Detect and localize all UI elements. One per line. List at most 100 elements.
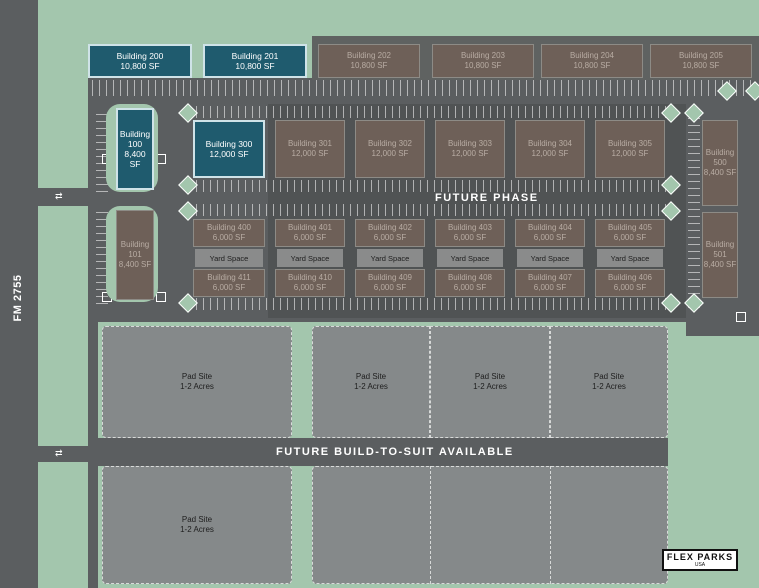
building-100[interactable]: Building 100 8,400 SF [116,108,154,190]
parking-column [96,112,108,192]
yard-space[interactable]: Yard Space [195,249,263,267]
building-size: 10,800 SF [235,61,275,71]
building-203[interactable]: Building 203 10,800 SF [432,44,534,78]
yard-space[interactable]: Yard Space [277,249,343,267]
fm-2755-road [0,0,38,588]
building-101[interactable]: Building 101 8,400 SF [116,210,154,300]
entrance-road-north [38,188,98,206]
building-size: 8,400 SF [124,149,146,169]
building-size: 6,000 SF [293,283,327,292]
parking-row [196,106,666,118]
building-402[interactable]: Building 402 6,000 SF [355,219,425,247]
building-size: 8,400 SF [703,168,737,177]
building-size: 10,800 SF [573,61,611,70]
building-name: Building 201 [231,51,279,61]
future-bts-label: FUTURE BUILD-TO-SUIT AVAILABLE [276,446,514,458]
building-name: Building 402 [367,223,413,232]
building-201[interactable]: Building 201 10,800 SF [203,44,307,78]
pad-site-title: Pad Site [181,515,213,524]
building-400[interactable]: Building 400 6,000 SF [193,219,265,247]
building-name: Building 305 [607,139,653,148]
yard-space[interactable]: Yard Space [517,249,583,267]
building-204[interactable]: Building 204 10,800 SF [541,44,643,78]
building-302[interactable]: Building 302 12,000 SF [355,120,425,178]
building-size: 8,400 SF [703,260,737,269]
fm-2755-label: FM 2755 [12,274,24,322]
building-name: Building 406 [607,273,653,282]
pad-site[interactable]: Pad Site 1-2 Acres [550,326,668,438]
building-name: Building [705,148,735,157]
building-name: Building 304 [527,139,573,148]
building-300[interactable]: Building 300 12,000 SF [193,120,265,178]
building-name: Building [120,240,150,249]
building-size: 12,000 SF [611,149,649,158]
building-name: Building 302 [367,139,413,148]
building-404[interactable]: Building 404 6,000 SF [515,219,585,247]
logo-text: FLEX PARKS [666,552,734,562]
building-410[interactable]: Building 410 6,000 SF [275,269,345,297]
entrance-road-south [38,446,98,462]
building-304[interactable]: Building 304 12,000 SF [515,120,585,178]
building-name: Building 405 [607,223,653,232]
building-size: 12,000 SF [371,149,409,158]
parcel-divider [430,466,431,584]
building-number: 501 [713,250,727,259]
building-number: 101 [128,250,142,259]
building-size: 10,800 SF [682,61,720,70]
pad-site[interactable]: Pad Site 1-2 Acres [102,326,292,438]
parcel-divider [550,466,551,584]
bts-parcel[interactable] [312,466,668,584]
building-501[interactable]: Building 501 8,400 SF [702,212,738,298]
pad-site-title: Pad Site [593,372,625,381]
pad-site-size: 1-2 Acres [180,382,214,391]
building-202[interactable]: Building 202 10,800 SF [318,44,420,78]
building-size: 12,000 SF [531,149,569,158]
pad-site-size: 1-2 Acres [180,525,214,534]
building-409[interactable]: Building 409 6,000 SF [355,269,425,297]
building-200[interactable]: Building 200 10,800 SF [88,44,192,78]
building-205[interactable]: Building 205 10,800 SF [650,44,752,78]
building-name: Building 200 [116,51,164,61]
pad-site-size: 1-2 Acres [354,382,388,391]
pad-site[interactable]: Pad Site 1-2 Acres [312,326,430,438]
parking-row-top [92,80,752,96]
building-405[interactable]: Building 405 6,000 SF [595,219,665,247]
building-500[interactable]: Building 500 8,400 SF [702,120,738,206]
future-phase-label: FUTURE PHASE [435,192,539,204]
site-paving-south [88,466,98,588]
building-name: Building 408 [447,273,493,282]
building-303[interactable]: Building 303 12,000 SF [435,120,505,178]
building-size: 6,000 SF [533,233,567,242]
median-lower [38,462,88,588]
building-408[interactable]: Building 408 6,000 SF [435,269,505,297]
building-size: 6,000 SF [293,233,327,242]
building-size: 10,800 SF [464,61,502,70]
building-name: Building 202 [346,51,392,60]
building-name: Building 403 [447,223,493,232]
yard-space[interactable]: Yard Space [597,249,663,267]
two-way-arrow-icon: ⇄ [55,191,63,201]
building-305[interactable]: Building 305 12,000 SF [595,120,665,178]
building-403[interactable]: Building 403 6,000 SF [435,219,505,247]
yard-space[interactable]: Yard Space [437,249,503,267]
building-size: 8,400 SF [118,260,152,269]
building-407[interactable]: Building 407 6,000 SF [515,269,585,297]
building-401[interactable]: Building 401 6,000 SF [275,219,345,247]
building-name: Building [119,129,151,139]
building-size: 6,000 SF [373,233,407,242]
pad-site[interactable]: Pad Site 1-2 Acres [102,466,292,584]
building-name: Building 411 [207,273,251,282]
parking-row [196,204,666,216]
building-name: Building 205 [678,51,724,60]
building-301[interactable]: Building 301 12,000 SF [275,120,345,178]
yard-space[interactable]: Yard Space [357,249,423,267]
building-size: 10,800 SF [350,61,388,70]
building-name: Building 400 [206,223,252,232]
parking-column [96,212,108,304]
flex-parks-logo: FLEX PARKS USA [662,549,738,571]
building-406[interactable]: Building 406 6,000 SF [595,269,665,297]
ramp-icon [736,312,746,322]
pad-site[interactable]: Pad Site 1-2 Acres [430,326,550,438]
building-411[interactable]: Building 411 6,000 SF [193,269,265,297]
pad-site-title: Pad Site [181,372,213,381]
